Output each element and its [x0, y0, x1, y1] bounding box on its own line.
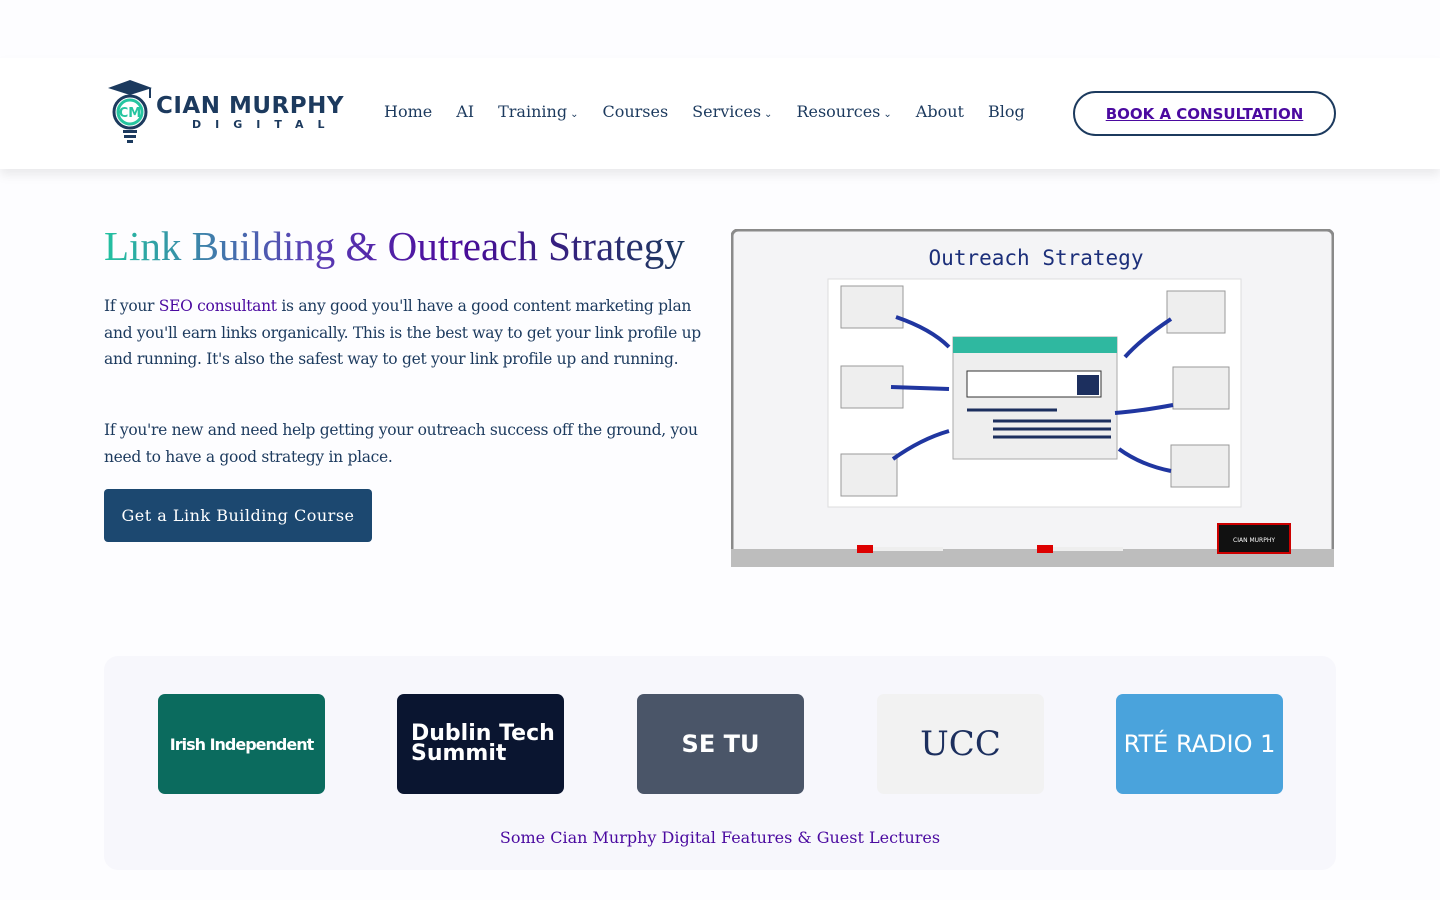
illustration-badge: CIAN MURPHY	[1233, 537, 1275, 544]
nav-label: Courses	[602, 102, 669, 121]
nav-label: About	[915, 102, 964, 121]
logo-name: CIAN MURPHY	[156, 92, 345, 119]
strategy-paragraph: If you're new and need help getting your…	[104, 421, 698, 466]
logo-sub: DIGITAL	[192, 117, 339, 131]
link-building-course-button[interactable]: Get a Link Building Course	[104, 489, 372, 542]
nav-training[interactable]: Training⌄	[498, 102, 578, 121]
chevron-down-icon: ⌄	[570, 109, 579, 120]
nav-home[interactable]: Home	[384, 102, 432, 121]
rte-radio-1-logo: RTÉ RADIO 1	[1116, 694, 1283, 794]
logo-bulb-icon: CM	[108, 80, 152, 143]
chevron-down-icon: ⌄	[764, 109, 773, 120]
nav-resources[interactable]: Resources⌄	[796, 102, 891, 121]
features-panel: Irish Independent Dublin Tech Summit SE …	[104, 656, 1336, 870]
book-consultation-button[interactable]: BOOK A CONSULTATION	[1073, 91, 1336, 136]
chevron-down-icon: ⌄	[883, 109, 892, 120]
nav-label: Training	[498, 102, 568, 121]
nav-about[interactable]: About	[916, 102, 964, 121]
ucc-logo: UCC	[877, 694, 1044, 794]
nav-label: AI	[456, 102, 475, 121]
outreach-strategy-illustration: Outreach Strategy CIAN MURPHY	[731, 229, 1334, 567]
nav-label: Home	[384, 102, 433, 121]
text: If your	[104, 297, 159, 315]
nav-label: Blog	[987, 102, 1025, 121]
text: is any good you'll have a good content m…	[104, 297, 701, 368]
intro-paragraph: If your SEO consultant is any good you'l…	[104, 293, 714, 373]
features-caption: Some Cian Murphy Digital Features & Gues…	[499, 828, 941, 847]
dublin-tech-summit-logo: Dublin Tech Summit	[397, 694, 564, 794]
setu-logo: SE TU	[637, 694, 804, 794]
svg-text:CM: CM	[119, 106, 141, 121]
page-title: Link Building & Outreach Strategy	[104, 223, 685, 269]
nav-ai[interactable]: AI	[456, 102, 474, 121]
nav-label: Resources	[796, 102, 881, 121]
nav-services[interactable]: Services⌄	[692, 102, 772, 121]
nav-blog[interactable]: Blog	[988, 102, 1025, 121]
irish-independent-logo: Irish Independent	[158, 694, 325, 794]
nav-label: Services	[692, 102, 762, 121]
logo[interactable]: CM CIAN MURPHY DIGITAL	[106, 78, 344, 146]
nav-courses[interactable]: Courses	[602, 102, 668, 121]
illustration-title: Outreach Strategy	[929, 246, 1144, 270]
seo-consultant-link[interactable]: SEO consultant	[158, 297, 277, 315]
